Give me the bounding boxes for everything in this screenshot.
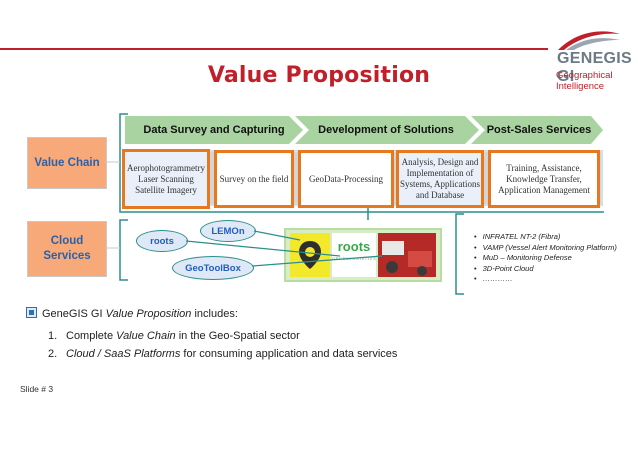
slide-number: Slide # 3 bbox=[20, 384, 54, 394]
row-label-cloud-services: Cloud Services bbox=[27, 221, 107, 277]
list-item: ………… bbox=[474, 274, 617, 285]
page-title: Value Proposition bbox=[207, 63, 431, 88]
pill-roots: roots bbox=[136, 230, 188, 252]
list-item: 3D-Point Cloud bbox=[474, 264, 617, 275]
logo-name: GENEGIS GI bbox=[557, 50, 633, 85]
card-training-assistance: Training, Assistance, Knowledge Transfer… bbox=[488, 150, 600, 208]
card-survey-field: Survey on the field bbox=[214, 150, 294, 208]
summary-intro: GeneGIS GI Value Proposition includes: bbox=[26, 307, 238, 320]
phase-development: Development of Solutions bbox=[318, 124, 454, 136]
list-item: MuD – Monitoring Defense bbox=[474, 253, 617, 264]
summary-item-2: 2.Cloud / SaaS Platforms for consuming a… bbox=[48, 348, 398, 360]
row-label-value-chain: Value Chain bbox=[27, 137, 107, 189]
summary-item-1: 1.Complete Value Chain in the Geo-Spatia… bbox=[48, 330, 300, 342]
pill-geotoolbox: GeoToolBox bbox=[172, 256, 254, 280]
list-item: INFRATEL NT-2 (Fibra) bbox=[474, 232, 617, 243]
card-aerophotogrammetry: Aerophotogrammetry Laser Scanning Satell… bbox=[122, 149, 210, 209]
logo-tagline: Geographical Intelligence bbox=[556, 70, 613, 92]
checkbox-icon bbox=[26, 307, 37, 318]
roots-logo: roots G R E E N L O G I S T I C S bbox=[332, 233, 376, 277]
card-analysis-design: Analysis, Design and Implementation of S… bbox=[396, 150, 484, 208]
geotoolbox-image bbox=[378, 233, 436, 277]
card-geodata-processing: GeoData-Processing bbox=[298, 150, 394, 208]
phase-chevrons bbox=[125, 116, 603, 144]
vehicle-photo-icon bbox=[378, 233, 436, 277]
services-list: INFRATEL NT-2 (Fibra) VAMP (Vessel Alert… bbox=[474, 232, 617, 285]
list-item: VAMP (Vessel Alert Monitoring Platform) bbox=[474, 243, 617, 254]
header-rule bbox=[0, 48, 548, 50]
phase-post-sales: Post-Sales Services bbox=[486, 124, 592, 136]
phase-data-survey: Data Survey and Capturing bbox=[143, 124, 285, 136]
logo-swoosh-icon bbox=[558, 31, 620, 50]
